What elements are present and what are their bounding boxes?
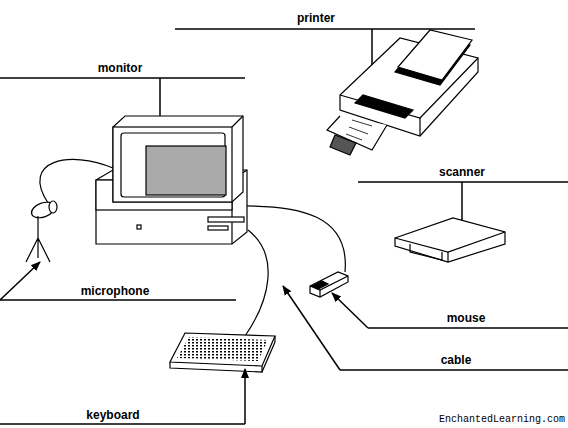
part-label: printer (297, 11, 335, 25)
part-label: microphone (81, 284, 150, 298)
part-label: scanner (439, 165, 485, 179)
part-label: keyboard (86, 408, 139, 422)
part-label: monitor (98, 61, 143, 75)
part-label: mouse (447, 311, 486, 325)
part-label: cable (441, 353, 472, 367)
watermark: EnchantedLearning.com (439, 413, 565, 427)
